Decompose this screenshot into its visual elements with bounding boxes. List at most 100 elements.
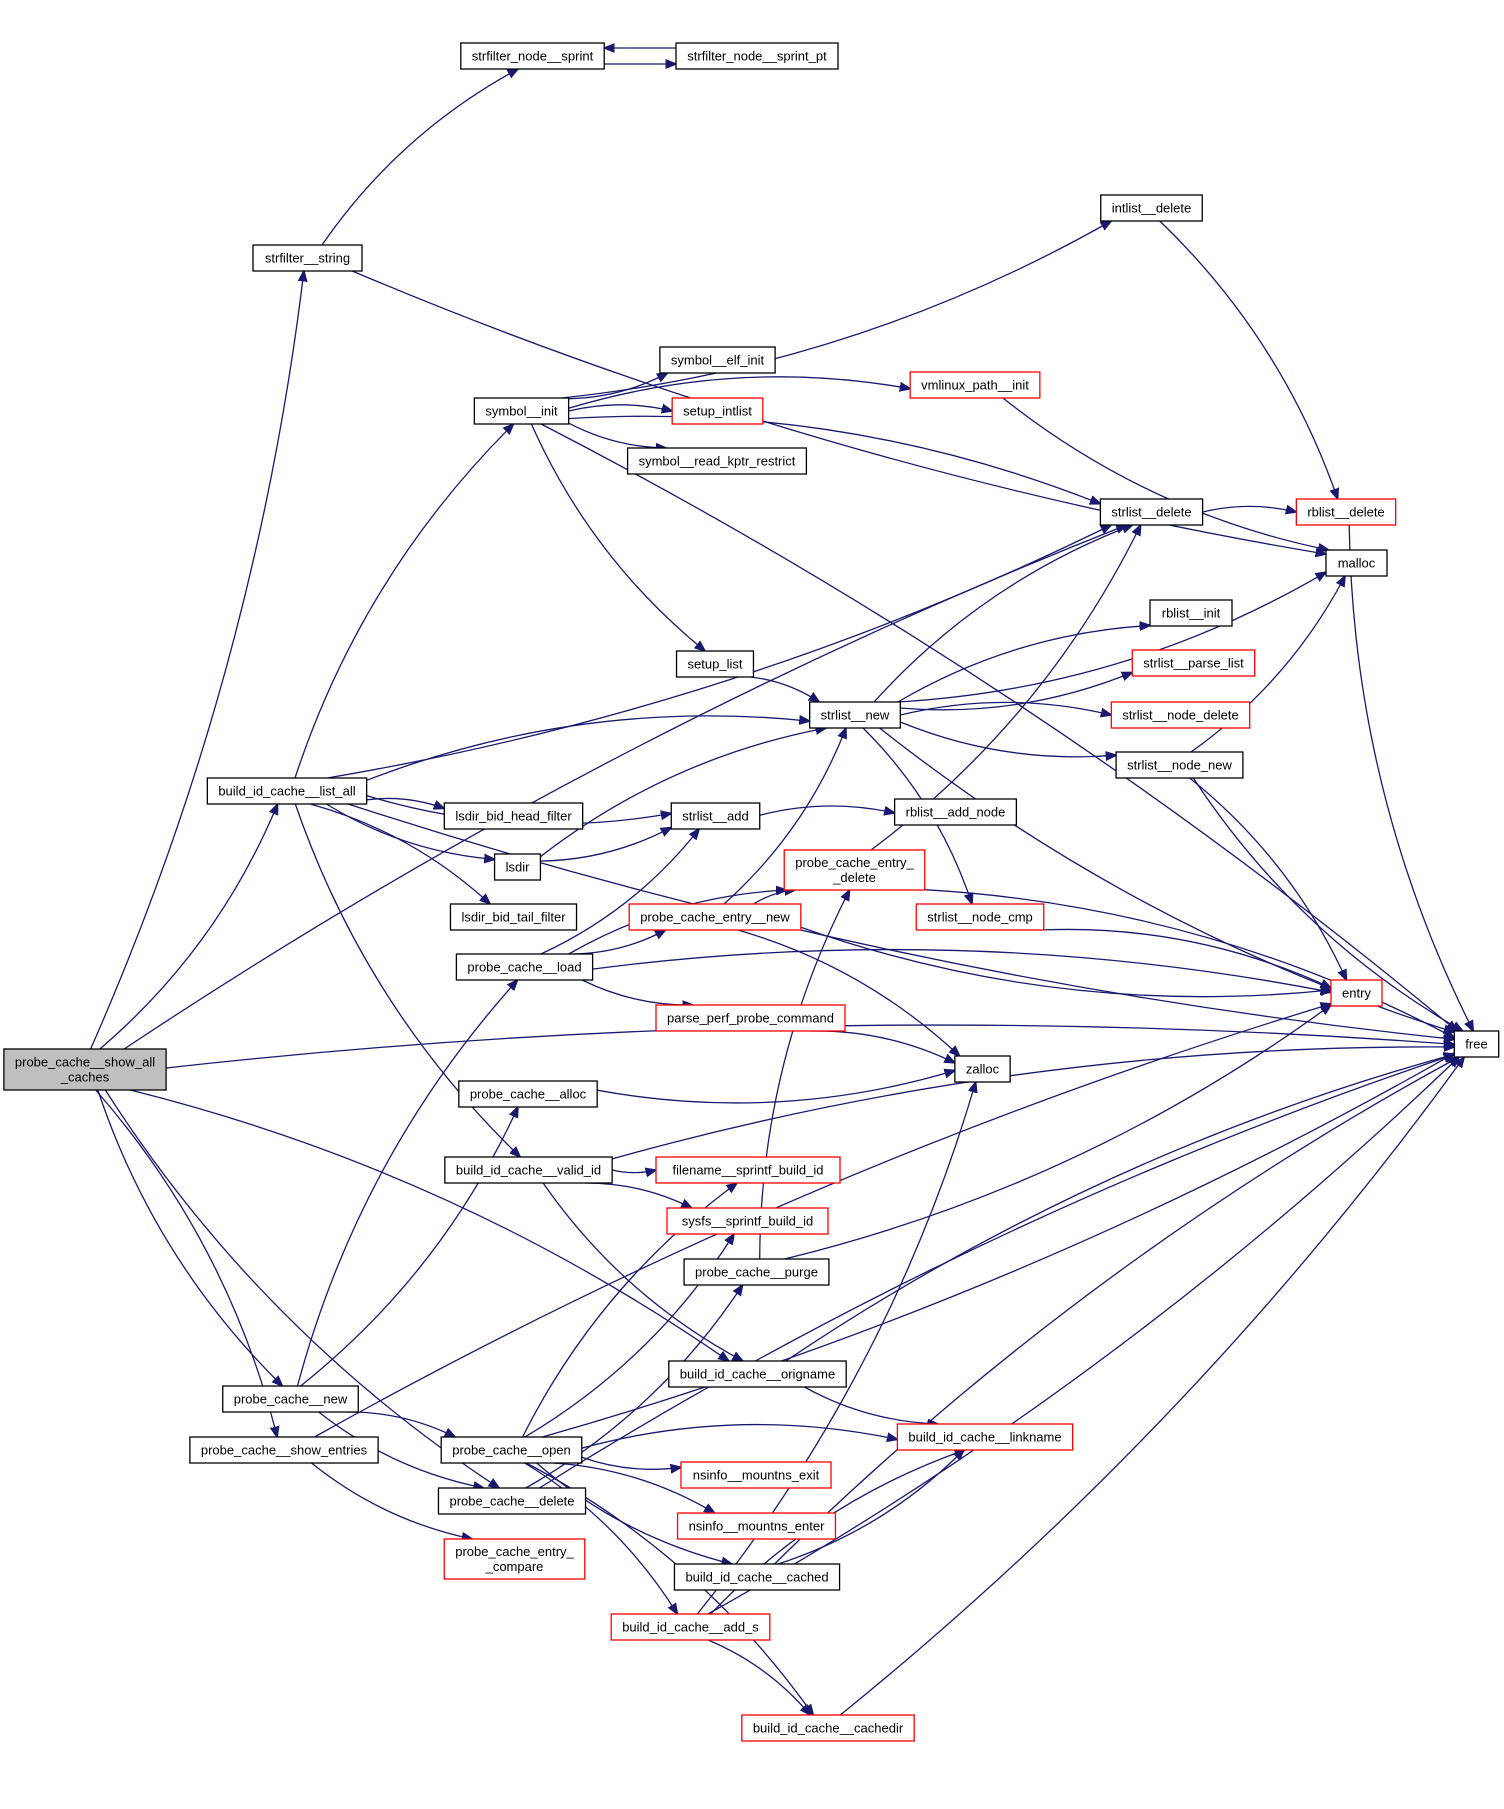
node-build-id-cache-list-all[interactable]: build_id_cache__list_all bbox=[206, 777, 368, 805]
node-strlist-add[interactable]: strlist__add bbox=[670, 802, 761, 830]
node-probe-cache-purge[interactable]: probe_cache__purge bbox=[683, 1258, 830, 1286]
node-label: setup_intlist bbox=[683, 404, 752, 419]
node-setup-list[interactable]: setup_list bbox=[675, 650, 755, 678]
edge-build-id-cache-cached-to-free bbox=[774, 1057, 1460, 1565]
node-box bbox=[473, 397, 570, 425]
node-vmlinux-path-init[interactable]: vmlinux_path__init bbox=[909, 371, 1041, 399]
node-box bbox=[443, 1538, 586, 1580]
node-probe-cache-entry-delete[interactable]: probe_cache_entry__delete bbox=[783, 849, 926, 891]
node-box bbox=[671, 397, 764, 425]
edge-lsdir-to-strlist-new bbox=[540, 728, 826, 858]
node-strfilter-node-sprint-pt[interactable]: strfilter_node__sprint_pt bbox=[675, 42, 839, 70]
node-strlist-new[interactable]: strlist__new bbox=[809, 701, 901, 729]
node-box bbox=[628, 903, 802, 931]
node-symbol-read-kptr-restrict[interactable]: symbol__read_kptr_restrict bbox=[626, 447, 808, 475]
node-box bbox=[1453, 1030, 1500, 1058]
node-rblist-init[interactable]: rblist__init bbox=[1149, 599, 1233, 627]
edge-probe-cache-show-entries-to-entry bbox=[314, 1004, 1332, 1438]
node-strlist-node-new[interactable]: strlist__node_new bbox=[1115, 751, 1244, 779]
node-box bbox=[444, 1156, 613, 1184]
edge-symbol-init-to-setup-intlist bbox=[568, 405, 673, 411]
edge-lsdir-to-strlist-add bbox=[540, 827, 671, 862]
node-filename-sprintf-build-id[interactable]: filename__sprintf_build_id bbox=[655, 1156, 841, 1184]
edge-strlist-new-to-strlist-delete bbox=[873, 525, 1133, 703]
node-sysfs-sprintf-build-id[interactable]: sysfs__sprintf_build_id bbox=[666, 1207, 829, 1235]
node-probe-cache-show-entries[interactable]: probe_cache__show_entries bbox=[189, 1436, 379, 1464]
node-label: strlist__node_new bbox=[1127, 758, 1232, 773]
node-box bbox=[909, 371, 1041, 399]
node-strfilter-string[interactable]: strfilter__string bbox=[252, 244, 363, 272]
node-label: _compare bbox=[485, 1559, 544, 1574]
node-parse-perf-probe-command[interactable]: parse_perf_probe_command bbox=[655, 1004, 846, 1032]
node-free[interactable]: free bbox=[1453, 1030, 1500, 1058]
edge-strfilter-string-to-strfilter-node-sprint bbox=[321, 69, 518, 246]
node-zalloc[interactable]: zalloc bbox=[954, 1055, 1011, 1083]
node-malloc[interactable]: malloc bbox=[1325, 549, 1388, 577]
node-build-id-cache-cached[interactable]: build_id_cache__cached bbox=[673, 1563, 841, 1591]
node-box bbox=[1099, 498, 1204, 526]
edge-build-id-cache-add-s-to-zalloc bbox=[696, 1082, 975, 1615]
node-symbol-elf-init[interactable]: symbol__elf_init bbox=[659, 346, 776, 374]
node-label: sysfs__sprintf_build_id bbox=[682, 1214, 814, 1229]
node-probe-cache-entry-new[interactable]: probe_cache_entry__new bbox=[628, 903, 802, 931]
node-box bbox=[655, 1004, 846, 1032]
edge-probe-cache-open-to-build-id-cache-add-s bbox=[524, 1462, 678, 1614]
node-label: probe_cache__load bbox=[467, 960, 581, 975]
edge-symbol-init-to-vmlinux-path-init bbox=[568, 376, 911, 409]
edge-probe-cache-entry-new-to-zalloc bbox=[737, 929, 960, 1056]
node-label: filename__sprintf_build_id bbox=[672, 1163, 823, 1178]
node-build-id-cache-linkname[interactable]: build_id_cache__linkname bbox=[896, 1423, 1074, 1451]
node-probe-cache-new[interactable]: probe_cache__new bbox=[222, 1385, 359, 1413]
node-symbol-init[interactable]: symbol__init bbox=[473, 397, 570, 425]
node-probe-cache-alloc[interactable]: probe_cache__alloc bbox=[458, 1080, 598, 1108]
node-root[interactable]: probe_cache__show_all_caches bbox=[3, 1048, 167, 1091]
node-label: malloc bbox=[1338, 556, 1376, 571]
edge-build-id-cache-add-s-to-free bbox=[707, 1057, 1459, 1615]
node-build-id-cache-origname[interactable]: build_id_cache__origname bbox=[668, 1360, 847, 1388]
node-box bbox=[1325, 549, 1388, 577]
edge-build-id-cache-origname-to-build-id-cache-linkname bbox=[804, 1386, 938, 1424]
node-box bbox=[626, 447, 808, 475]
node-lsdir[interactable]: lsdir bbox=[493, 853, 542, 881]
edge-build-id-cache-valid-id-to-sysfs-sprintf-build-id bbox=[584, 1182, 691, 1208]
node-label: lsdir bbox=[506, 860, 531, 875]
node-strlist-parse-list[interactable]: strlist__parse_list bbox=[1131, 649, 1256, 677]
node-probe-cache-entry-compare[interactable]: probe_cache_entry__compare bbox=[443, 1538, 586, 1580]
edge-setup-list-to-strlist-new bbox=[750, 676, 820, 702]
edge-symbol-init-to-strlist-delete bbox=[568, 415, 1101, 504]
node-nsinfo-mountns-enter[interactable]: nsinfo__mountns_enter bbox=[676, 1512, 837, 1540]
node-strlist-node-delete[interactable]: strlist__node_delete bbox=[1110, 701, 1251, 729]
edge-symbol-init-to-setup-list bbox=[530, 423, 705, 651]
node-setup-intlist[interactable]: setup_intlist bbox=[671, 397, 764, 425]
node-probe-cache-open[interactable]: probe_cache__open bbox=[440, 1436, 583, 1464]
node-strlist-delete[interactable]: strlist__delete bbox=[1099, 498, 1204, 526]
node-box bbox=[1295, 498, 1397, 526]
node-intlist-delete[interactable]: intlist__delete bbox=[1100, 194, 1203, 222]
node-rblist-add-node[interactable]: rblist__add_node bbox=[893, 798, 1018, 826]
node-box bbox=[675, 650, 755, 678]
node-probe-cache-load[interactable]: probe_cache__load bbox=[455, 953, 594, 981]
node-label: probe_cache_entry_ bbox=[795, 855, 914, 870]
edge-probe-cache-load-to-entry bbox=[592, 948, 1331, 993]
node-strfilter-node-sprint[interactable]: strfilter_node__sprint bbox=[460, 42, 605, 70]
node-build-id-cache-valid-id[interactable]: build_id_cache__valid_id bbox=[444, 1156, 613, 1184]
node-box bbox=[437, 1487, 587, 1515]
node-box bbox=[493, 853, 542, 881]
node-build-id-cache-add-s[interactable]: build_id_cache__add_s bbox=[610, 1613, 771, 1641]
edges-layer bbox=[90, 48, 1474, 1715]
node-box bbox=[673, 1563, 841, 1591]
node-lsdir-bid-head-filter[interactable]: lsdir_bid_head_filter bbox=[443, 802, 584, 830]
node-probe-cache-delete[interactable]: probe_cache__delete bbox=[437, 1487, 587, 1515]
node-lsdir-bid-tail-filter[interactable]: lsdir_bid_tail_filter bbox=[449, 903, 578, 931]
node-box bbox=[458, 1080, 598, 1108]
node-entry[interactable]: entry bbox=[1330, 979, 1383, 1007]
node-build-id-cache-cachedir[interactable]: build_id_cache__cachedir bbox=[741, 1714, 915, 1742]
edge-probe-cache-alloc-to-zalloc bbox=[597, 1071, 955, 1104]
node-label: build_id_cache__cachedir bbox=[753, 1721, 904, 1736]
edge-probe-cache-load-to-parse-perf-probe-command bbox=[581, 979, 693, 1005]
node-strlist-node-cmp[interactable]: strlist__node_cmp bbox=[915, 903, 1045, 931]
edge-probe-cache-purge-to-entry bbox=[784, 1005, 1332, 1260]
edge-build-id-cache-valid-id-to-build-id-cache-origname bbox=[542, 1182, 743, 1361]
node-rblist-delete[interactable]: rblist__delete bbox=[1295, 498, 1397, 526]
node-nsinfo-mountns-exit[interactable]: nsinfo__mountns_exit bbox=[680, 1461, 832, 1489]
